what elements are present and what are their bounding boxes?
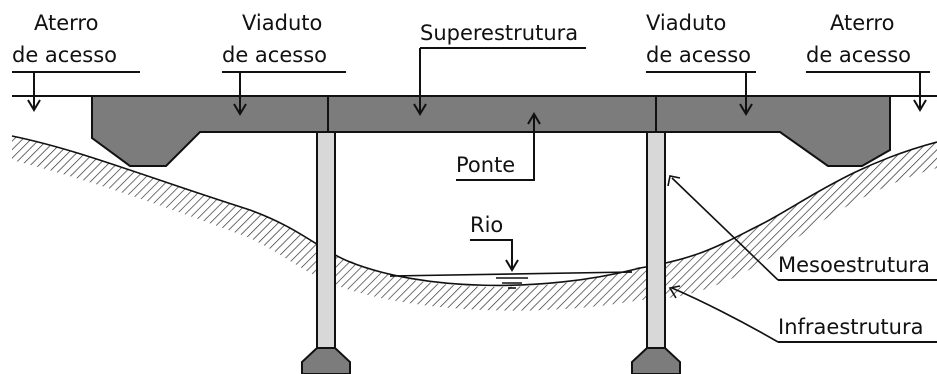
rio-text: Rio — [470, 213, 503, 237]
superestrutura-text: Superestrutura — [420, 21, 578, 45]
label-superestrutura: Superestrutura — [413, 21, 586, 116]
label-viaduto-right: Viaduto de acesso — [646, 11, 756, 116]
label-mesoestrutura: Mesoestrutura — [667, 175, 937, 281]
pier-right — [631, 131, 681, 374]
aterro-left-line2: de acesso — [12, 43, 117, 67]
aterro-right-line1: Aterro — [830, 11, 894, 35]
label-aterro-right: Aterro de acesso — [806, 11, 930, 112]
mesoestrutura-text: Mesoestrutura — [778, 253, 930, 277]
label-rio: Rio — [470, 213, 519, 272]
aterro-left-line1: Aterro — [34, 11, 98, 35]
aterro-right-line2: de acesso — [806, 43, 911, 67]
viaduto-left-line2: de acesso — [222, 43, 327, 67]
bridge-deck — [91, 95, 891, 167]
viaduto-left-line1: Viaduto — [242, 11, 322, 35]
label-viaduto-left: Viaduto de acesso — [222, 11, 346, 116]
viaduto-right-line2: de acesso — [646, 43, 751, 67]
infraestrutura-text: Infraestrutura — [778, 315, 923, 339]
label-infraestrutura: Infraestrutura — [668, 285, 937, 343]
ponte-text: Ponte — [456, 153, 515, 177]
viaduto-right-line1: Viaduto — [646, 11, 726, 35]
label-aterro-left: Aterro de acesso — [12, 11, 140, 112]
label-ponte: Ponte — [456, 112, 541, 181]
river — [349, 261, 641, 287]
water-level-icon — [496, 277, 528, 289]
pier-left — [301, 131, 351, 374]
